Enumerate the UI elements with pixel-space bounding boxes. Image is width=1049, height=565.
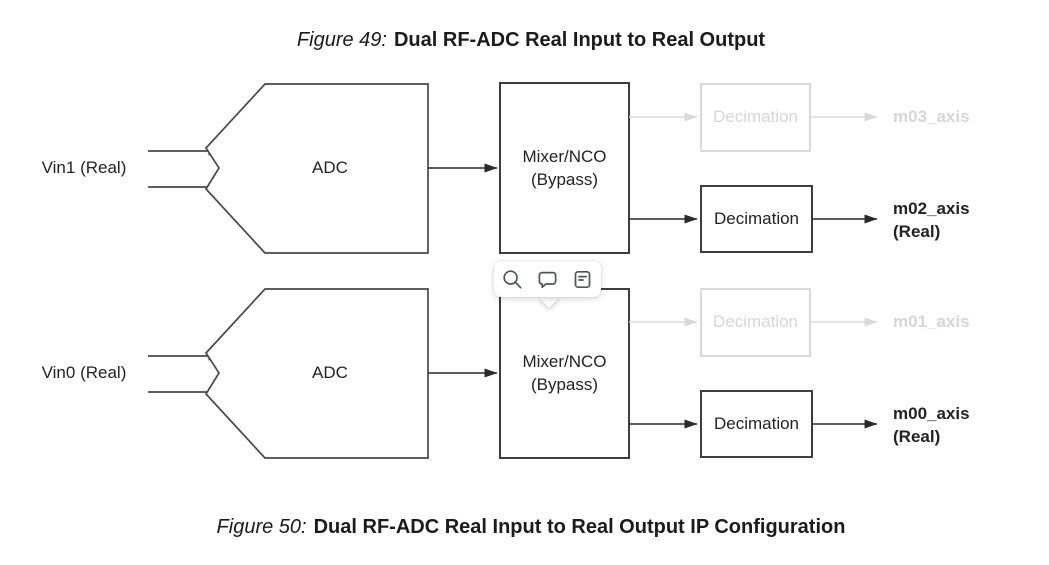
decimation0-faded-label: Decimation [712,312,799,331]
figure-50-title: Dual RF-ADC Real Input to Real Output IP… [313,516,846,538]
adc1-symbol [204,83,429,254]
m00-axis-name: m00_axis [893,404,970,423]
vin1-label: Vin1 (Real) [41,158,127,177]
adc0-symbol [204,288,429,459]
mixer0-label-line2: (Bypass) [530,375,599,394]
mixer0-label-line1: Mixer/NCO [522,352,607,371]
figure-50-caption: Figure 50: Dual RF-ADC Real Input to Real… [0,516,1049,539]
note-icon[interactable] [572,268,594,291]
selection-toolbar [494,261,601,297]
search-icon[interactable] [501,268,523,291]
mixer0-label: Mixer/NCO (Bypass) [500,350,629,396]
m00-axis-port-label: m00_axis (Real) [893,402,970,448]
figure-50-label: Figure 50: [216,516,307,538]
m00-axis-note: (Real) [893,427,941,446]
m02-axis-name: m02_axis [893,199,970,218]
decimation1-block [700,185,813,253]
decimation1-label: Decimation [713,209,800,228]
mixer0-block [499,288,630,459]
figure-49-caption: Figure 49: Dual RF-ADC Real Input to Real… [0,29,1049,52]
decimation1-faded-label: Decimation [712,107,799,126]
m02-axis-note: (Real) [893,222,941,241]
decimation0-label: Decimation [713,414,800,433]
figure-49-title: Dual RF-ADC Real Input to Real Output [393,29,766,51]
adc1-label: ADC [312,158,348,177]
m01-axis-port-label: m01_axis [893,312,970,331]
mixer1-label: Mixer/NCO (Bypass) [500,145,629,191]
figure-49-label: Figure 49: [296,29,387,51]
decimation1-faded-block [700,83,811,152]
vin0-label: Vin0 (Real) [41,363,127,382]
mixer1-block [499,82,630,254]
mixer1-label-line1: Mixer/NCO [522,147,607,166]
comment-icon[interactable] [536,268,558,291]
m03-axis-port-label: m03_axis [893,107,970,126]
mixer1-label-line2: (Bypass) [530,170,599,189]
decimation0-faded-block [700,288,811,357]
adc0-label: ADC [312,363,348,382]
m02-axis-port-label: m02_axis (Real) [893,197,970,243]
